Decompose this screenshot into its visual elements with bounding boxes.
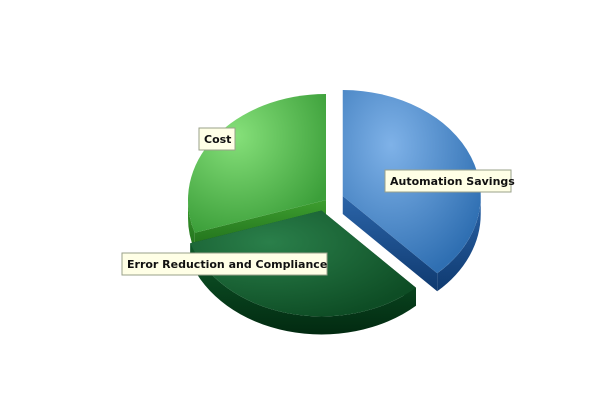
slice-automation-savings-3d-side xyxy=(342,196,481,292)
slice-cost[interactable] xyxy=(187,94,326,233)
label-automation-savings: Automation Savings xyxy=(384,169,515,193)
slice-automation-savings-wall-end xyxy=(342,196,438,292)
label-automation-savings-box xyxy=(384,169,512,193)
pie-layer xyxy=(187,90,481,335)
slice-automation-savings-rim xyxy=(437,196,481,292)
slice-error-reduction-rim xyxy=(190,243,416,335)
label-error-reduction-text: Error Reduction and Compliance xyxy=(127,258,327,271)
label-automation-savings-text: Automation Savings xyxy=(390,175,515,188)
label-cost-text: Cost xyxy=(204,133,231,146)
label-cost-box xyxy=(198,127,236,151)
label-cost: Cost xyxy=(198,127,236,151)
label-error-reduction: Error Reduction and Compliance xyxy=(121,252,328,276)
label-error-reduction-box xyxy=(121,252,328,276)
slice-cost-rim xyxy=(188,200,195,251)
